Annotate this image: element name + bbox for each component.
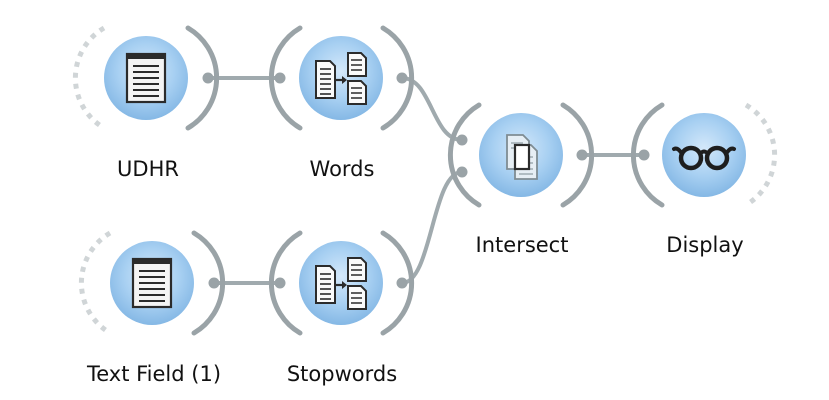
node-label-words: Words: [310, 157, 375, 181]
node-udhr[interactable]: UDHR: [72, 25, 220, 181]
input-arc: [447, 102, 482, 208]
input-port[interactable]: [638, 149, 650, 161]
input-arc: [268, 230, 303, 336]
input-port-2[interactable]: [456, 166, 468, 178]
node-words[interactable]: Words: [268, 25, 415, 181]
node-label-text-field: Text Field (1): [86, 362, 221, 386]
node-label-display: Display: [666, 233, 743, 257]
output-arc-empty: [744, 102, 778, 208]
input-arc-empty: [72, 25, 106, 131]
links: [208, 76, 644, 285]
input-arc: [268, 25, 303, 131]
node-label-intersect: Intersect: [476, 233, 569, 257]
node-label-stopwords: Stopwords: [287, 362, 397, 386]
input-port-1[interactable]: [456, 134, 468, 146]
node-stopwords[interactable]: Stopwords: [268, 230, 415, 386]
output-arc: [185, 25, 220, 131]
output-arc: [560, 102, 595, 208]
output-arc: [191, 230, 226, 336]
text-field-icon: [125, 52, 167, 104]
node-label-udhr: UDHR: [117, 157, 179, 181]
node-circle: [299, 36, 383, 120]
text-field-icon: [131, 257, 173, 309]
input-port[interactable]: [274, 277, 286, 289]
node-text-field[interactable]: Text Field (1): [78, 230, 226, 386]
output-port[interactable]: [396, 277, 408, 289]
node-circle: [662, 113, 746, 197]
input-port[interactable]: [274, 72, 286, 84]
node-circle: [299, 241, 383, 325]
output-arc: [380, 230, 415, 336]
output-port[interactable]: [576, 149, 588, 161]
output-port[interactable]: [202, 72, 214, 84]
output-arc: [380, 25, 415, 131]
node-intersect[interactable]: Intersect: [447, 102, 595, 257]
output-port[interactable]: [208, 277, 220, 289]
output-port[interactable]: [396, 72, 408, 84]
input-arc: [630, 102, 665, 208]
node-display[interactable]: Display: [630, 102, 778, 257]
input-arc-empty: [78, 230, 112, 336]
